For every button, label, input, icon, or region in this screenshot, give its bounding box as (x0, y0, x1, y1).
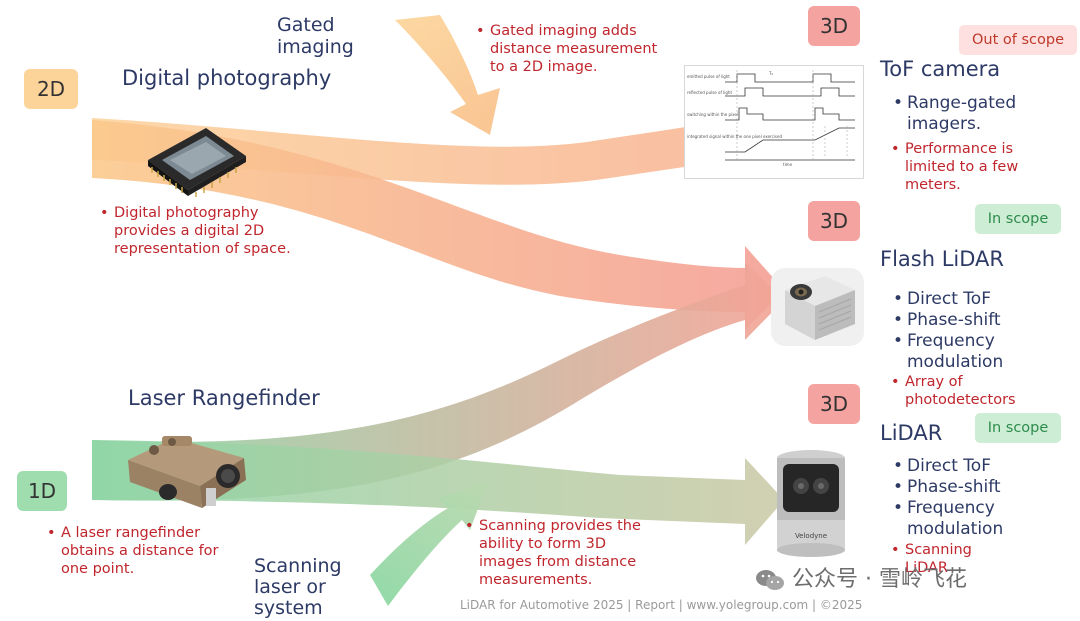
velodyne-brand-label: Velodyne (795, 532, 827, 540)
gated-note: Gated imaging adds distance measurement … (476, 22, 666, 76)
tof-red-list: Performance is limited to a few meters. (891, 140, 1051, 194)
flash-lidar-photo (771, 268, 864, 346)
lidar-red-item: Scanning LiDAR (891, 541, 1001, 577)
timing-row-label-3: switching within the pixel (687, 112, 738, 117)
in-scope-badge-lidar: In scope (975, 413, 1061, 443)
flash-item-frequency-modulation: Frequency modulation (893, 331, 1053, 373)
lidar-item-frequency-modulation: Frequency modulation (893, 498, 1053, 540)
digital-note: Digital photography provides a digital 2… (100, 204, 300, 258)
flow-laser-to-lidar (92, 440, 784, 545)
timing-t-label: T₀ (768, 71, 773, 76)
flash-red-item: Array of photodetectors (891, 373, 1051, 409)
out-of-scope-badge: Out of scope (959, 25, 1077, 55)
timing-row-label-4: integrated signal within the one pixel e… (687, 134, 782, 139)
watermark: 公众号 · 雪岭飞花 (755, 561, 967, 593)
timing-row-label-2: reflected pulse of light (687, 90, 732, 95)
flow-gated-arrow (395, 15, 500, 135)
footer-text: LiDAR for Automotive 2025 | Report | www… (460, 598, 863, 612)
tof-timing-diagram: emitted pulse of light reflected pulse o… (684, 65, 864, 179)
in-scope-badge-flash: In scope (975, 204, 1061, 234)
flash-red-list: Array of photodetectors (891, 373, 1051, 409)
velodyne-lidar-device-icon: Velodyne (777, 450, 845, 557)
flash-item-direct-tof: Direct ToF (893, 289, 1053, 310)
watermark-text: 公众号 · 雪岭飞花 (792, 567, 967, 592)
laser-note: A laser rangefinder obtains a distance f… (47, 524, 247, 578)
flash-lidar-list: Direct ToF Phase-shift Frequency modulat… (893, 289, 1053, 373)
lidar-item-phase-shift: Phase-shift (893, 477, 1053, 498)
scanning-note: Scanning provides the ability to form 3D… (465, 517, 660, 589)
velodyne-lidar-photo: Velodyne (771, 448, 851, 560)
tag-3d-tof: 3D (808, 6, 860, 46)
lidar-title: LiDAR (880, 421, 943, 445)
tof-item: Range-gated imagers. (893, 93, 1053, 135)
laser-note-item: A laser rangefinder obtains a distance f… (47, 524, 247, 578)
tag-1d: 1D (17, 471, 67, 511)
lidar-list: Direct ToF Phase-shift Frequency modulat… (893, 456, 1053, 540)
tof-camera-title: ToF camera (880, 57, 1001, 81)
wechat-icon (755, 568, 785, 592)
digital-note-item: Digital photography provides a digital 2… (100, 204, 300, 258)
flow-scanning-arrow (370, 482, 488, 606)
lidar-red-list: Scanning LiDAR (891, 541, 1001, 577)
flash-lidar-device-icon (785, 276, 855, 340)
scanning-note-item: Scanning provides the ability to form 3D… (465, 517, 660, 589)
tag-3d-flash: 3D (808, 201, 860, 241)
flow-photo-to-flash (92, 120, 784, 330)
tof-red-item: Performance is limited to a few meters. (891, 140, 1051, 194)
tof-list: Range-gated imagers. (893, 93, 1053, 135)
laser-rangefinder-title: Laser Rangefinder (128, 386, 320, 410)
image-sensor-chip-icon (148, 128, 246, 197)
timing-diagram-chart: emitted pulse of light reflected pulse o… (687, 70, 855, 167)
gated-note-item: Gated imaging adds distance measurement … (476, 22, 666, 76)
laser-rangefinder-icon (128, 436, 246, 508)
timing-row-label-1: emitted pulse of light (687, 74, 730, 79)
gated-imaging-title: Gated imaging (277, 14, 354, 58)
tag-3d-lidar: 3D (808, 384, 860, 424)
flash-lidar-title: Flash LiDAR (880, 247, 1005, 271)
tag-2d: 2D (24, 69, 78, 109)
flash-item-phase-shift: Phase-shift (893, 310, 1053, 331)
lidar-item-direct-tof: Direct ToF (893, 456, 1053, 477)
digital-photography-title: Digital photography (122, 66, 332, 90)
timing-x-label: time (783, 162, 793, 167)
flow-laser-to-flash (92, 262, 784, 501)
scanning-title: Scanning laser or system (254, 555, 342, 619)
